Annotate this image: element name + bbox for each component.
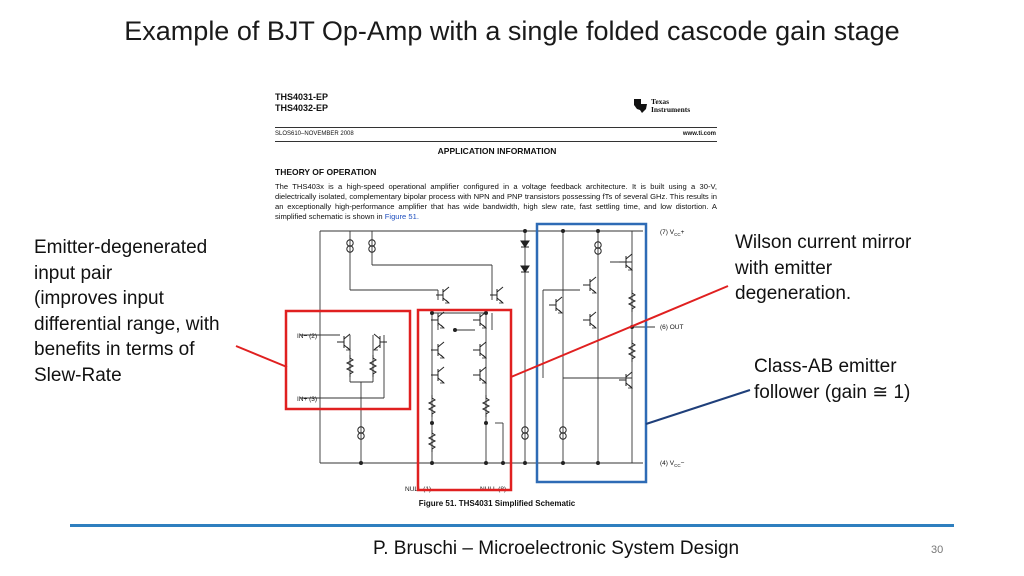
pin-labels: (7) VCC+ (6) OUT (4) VCC− IN− (2) IN+ (3… xyxy=(297,229,685,493)
pin-vcc-plus-sign: + xyxy=(681,229,685,236)
input-pair-highlight-box xyxy=(284,309,412,411)
bjt-transistor-icon xyxy=(472,366,487,384)
input-pair-pointer xyxy=(235,345,288,368)
part-number-1: THS4031-EP xyxy=(275,92,329,102)
datasheet-excerpt: THS4031-EP THS4032-EP Texas Instruments … xyxy=(272,86,722,516)
bjt-transistor-icon xyxy=(582,311,597,329)
page-number: 30 xyxy=(931,544,944,556)
annotation-line: Emitter-degenerated xyxy=(34,237,208,258)
website: www.ti.com xyxy=(682,131,716,137)
texas-instruments-logo: Texas Instruments xyxy=(632,98,690,114)
annotation-class-ab: Class-AB emitter follower (gain ≅ 1) xyxy=(754,354,910,405)
pin-vcc-minus-sub: CC xyxy=(674,463,681,468)
pin-vcc-minus: (4) V xyxy=(660,460,675,467)
logo-line-1: Texas xyxy=(651,97,670,106)
subsection-title: THEORY OF OPERATION xyxy=(275,167,377,177)
pointer-lines xyxy=(235,285,751,425)
header-rule-2 xyxy=(275,141,717,142)
footer-text: P. Bruschi – Microelectronic System Desi… xyxy=(373,538,740,559)
resistors xyxy=(346,289,636,453)
annotation-line: (improves input xyxy=(34,288,164,309)
theory-paragraph: The THS403x is a high-speed operational … xyxy=(275,182,717,222)
svg-text:(4) VCC−: (4) VCC− xyxy=(660,460,685,468)
diode-icon xyxy=(520,265,530,273)
bjt-transistor-icon xyxy=(582,276,597,294)
figure-link[interactable]: Figure 51. xyxy=(384,212,419,221)
pin-vcc-plus-sub: CC xyxy=(674,232,681,237)
junction-dots xyxy=(359,229,634,465)
bjt-transistor-icon xyxy=(472,341,487,359)
pin-in-plus: IN+ (3) xyxy=(297,396,317,403)
bjt-transistor-icon xyxy=(435,286,450,304)
annotation-line: input pair xyxy=(34,262,113,284)
footer-rule xyxy=(70,524,954,527)
class-ab-pointer xyxy=(645,389,751,425)
annotation-line: benefits in terms of xyxy=(34,339,195,360)
datasheet-part-numbers: THS4031-EP THS4032-EP xyxy=(275,92,328,114)
highlight-boxes xyxy=(284,222,648,492)
texas-state-icon xyxy=(634,99,647,113)
wilson-mirror-highlight-box xyxy=(416,308,513,492)
bjt-transistor-icon xyxy=(373,333,388,351)
doc-id: SLOS610–NOVEMBER 2008 xyxy=(275,131,354,137)
annotation-line: differential range, with xyxy=(34,313,220,335)
bjt-transistor-icon xyxy=(472,311,487,329)
annotation-line: follower (gain ≅ 1) xyxy=(754,381,911,403)
class-ab-highlight-box xyxy=(535,222,648,484)
pin-vcc-plus: (7) V xyxy=(660,229,675,236)
figure-caption: Figure 51. THS4031 Simplified Schematic xyxy=(418,499,576,508)
pin-in-minus: IN− (2) xyxy=(297,333,317,340)
diode-icon xyxy=(520,240,530,248)
annotation-line: Slew-Rate xyxy=(34,364,122,386)
paragraph-text: The THS403x is a high-speed operational … xyxy=(275,182,717,221)
svg-text:(7) VCC+: (7) VCC+ xyxy=(660,229,685,237)
transistors xyxy=(336,253,633,389)
logo-line-2: Instruments xyxy=(651,105,691,114)
bjt-transistor-icon xyxy=(336,333,351,351)
annotation-line: with emitter xyxy=(735,257,833,279)
header-rule xyxy=(275,127,717,128)
bjt-transistor-icon xyxy=(618,371,633,389)
wilson-pointer xyxy=(510,285,729,378)
bjt-transistor-icon xyxy=(430,366,445,384)
slide-title: Example of BJT Op-Amp with a single fold… xyxy=(124,16,900,46)
annotation-wilson-mirror: Wilson current mirror with emitter degen… xyxy=(735,230,911,307)
annotation-line: degeneration. xyxy=(735,283,852,304)
bjt-transistor-icon xyxy=(430,341,445,359)
pin-vcc-minus-sign: − xyxy=(681,460,685,467)
part-number-2: THS4032-EP xyxy=(275,103,329,113)
schematic-wiring xyxy=(300,230,655,464)
section-header: APPLICATION INFORMATION xyxy=(437,146,557,156)
annotation-input-pair: Emitter-degenerated input pair (improves… xyxy=(34,235,220,388)
annotation-line: Wilson current mirror xyxy=(735,232,912,253)
annotation-line: Class-AB emitter xyxy=(754,356,897,377)
bjt-transistor-icon xyxy=(548,296,563,314)
pin-out: (6) OUT xyxy=(660,324,684,331)
